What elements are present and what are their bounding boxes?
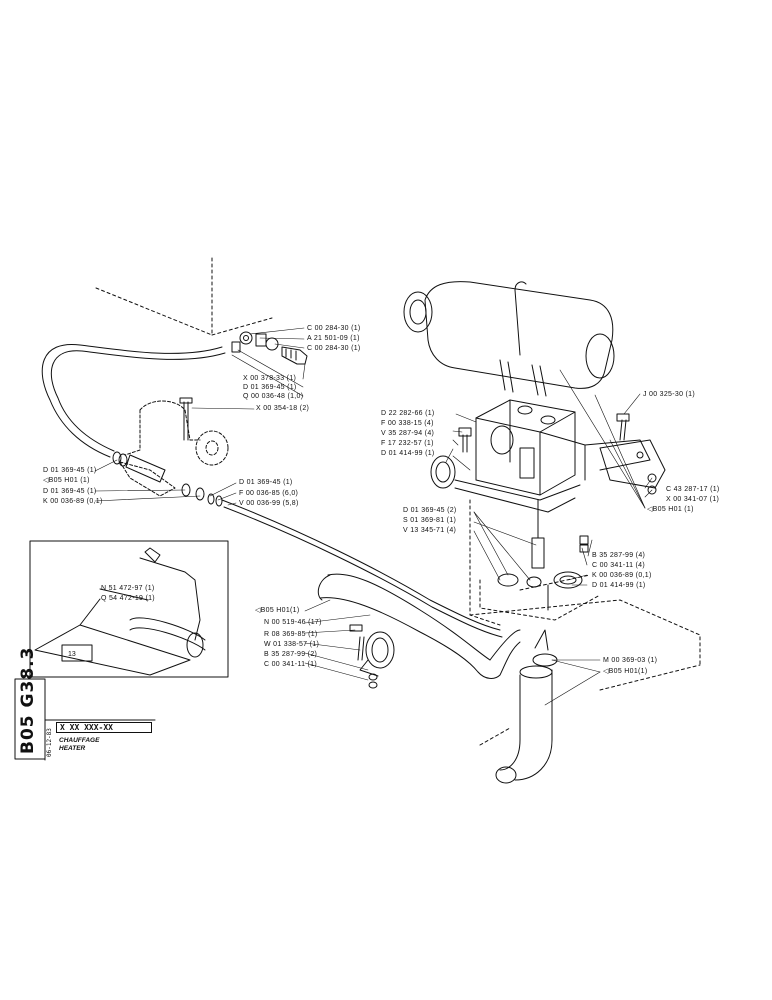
bolt-b35287 (579, 535, 589, 553)
exhaust-pipe (317, 573, 521, 679)
label-j00325-30: J 00 325-30 (1) (643, 391, 695, 398)
valve-assembly (497, 499, 583, 611)
sheet-code: B05 G38.3 (18, 646, 38, 754)
label-q54472-19: Q 54 472-19 (1) (101, 595, 155, 602)
heater-inlet-ring (430, 455, 456, 489)
heater-box (454, 399, 651, 513)
leader-lines (94, 327, 653, 706)
part-number: X XX XXX-XX (56, 722, 152, 733)
label-d01369-45-e: D 01 369-45 (2) (403, 507, 457, 514)
vehicle-floor (469, 499, 701, 746)
label-n51472-97: N 51 472-97 (1) (101, 585, 155, 592)
label-s01369-81: S 01 369-81 (1) (403, 517, 457, 524)
coolant-hose (41, 343, 226, 458)
label-b05-h01-d: ◁B05 H01(1) (603, 668, 648, 675)
label-v00036-99: V 00 036-99 (5,8) (239, 500, 299, 507)
label-v35287-94: V 35 287-94 (4) (381, 430, 435, 437)
label-c00341-11-a: C 00 341-11 (1) (264, 661, 318, 668)
label-d01369-45-c: D 01 369-45 (1) (43, 488, 97, 495)
heater-pipe (221, 499, 503, 638)
label-w01338-57: W 01 338-57 (1) (264, 641, 320, 648)
label-d01369-45-b: D 01 369-45 (1) (43, 467, 97, 474)
label-v13345-71: V 13 345-71 (4) (403, 527, 457, 534)
title-frame (14, 678, 156, 761)
label-c43287-17: C 43 287-17 (1) (666, 486, 720, 493)
inset-item-number: 13 (68, 651, 76, 658)
exhaust-tail (495, 665, 553, 784)
label-b05-h01-c: ◁B05 H01 (1) (647, 506, 694, 513)
sheet-date: 06-12-83 (46, 728, 53, 757)
muffler (403, 281, 615, 397)
label-x00354-18: X 00 354-18 (2) (256, 405, 310, 412)
bolt-j00325 (616, 413, 630, 441)
title-english: HEATER (59, 745, 86, 752)
label-c00341-11-b: C 00 341-11 (4) (592, 562, 646, 569)
label-n00519-46: N 00 519-46 (17) (264, 619, 322, 626)
title-block: X XX XXX-XX CHAUFFAGE HEATER (56, 722, 152, 758)
label-b35287-99-b: B 35 287-99 (4) (592, 552, 646, 559)
label-c00284-30-b: C 00 284-30 (1) (307, 345, 361, 352)
right-bracket (599, 439, 666, 495)
inset-panel (29, 540, 229, 678)
label-f00036-85: F 00 036-85 (6,0) (239, 490, 299, 497)
label-f17232-57: F 17 232-57 (1) (381, 440, 434, 447)
hose-end-fittings (112, 451, 223, 507)
top-fittings (231, 331, 308, 365)
label-d01369-45-a: D 01 369-45 (1) (243, 384, 297, 391)
label-f00338-15: F 00 338-15 (4) (381, 420, 434, 427)
bolt-x00354 (179, 397, 193, 441)
label-m00369-03: M 00 369-03 (1) (603, 657, 658, 664)
label-k00036-89-b: K 00 036-89 (0,1) (592, 572, 652, 579)
engine-bracket (119, 400, 229, 497)
label-d01414-99-a: D 01 414-99 (1) (381, 450, 435, 457)
label-b05-h01-a: ◁B05 H01 (1) (43, 477, 90, 484)
title-french: CHAUFFAGE (59, 737, 100, 744)
label-d22282-66: D 22 282-66 (1) (381, 410, 435, 417)
exhaust-clip (532, 629, 558, 667)
label-k00036-89-a: K 00 036-89 (0,1) (43, 498, 103, 505)
label-a21501-09: A 21 501-09 (1) (307, 335, 360, 342)
label-d01414-99-b: D 01 414-99 (1) (592, 582, 646, 589)
bolt-f00338 (458, 427, 472, 453)
label-x00378-33: X 00 378-33 (1) (243, 375, 297, 382)
label-b05-h01-b: ◁B05 H01(1) (255, 607, 300, 614)
engine-outline (95, 257, 273, 336)
label-b35287-99-a: B 35 287-99 (2) (264, 651, 318, 658)
label-x00341-07: X 00 341-07 (1) (666, 496, 720, 503)
label-d01369-45-d: D 01 369-45 (1) (239, 479, 293, 486)
label-c00284-30-a: C 00 284-30 (1) (307, 325, 361, 332)
label-q00036-48: Q 00 036-48 (1,0) (243, 393, 304, 400)
pipe-clamp (349, 624, 395, 689)
label-r08369-85: R 08 369-85 (1) (264, 631, 318, 638)
